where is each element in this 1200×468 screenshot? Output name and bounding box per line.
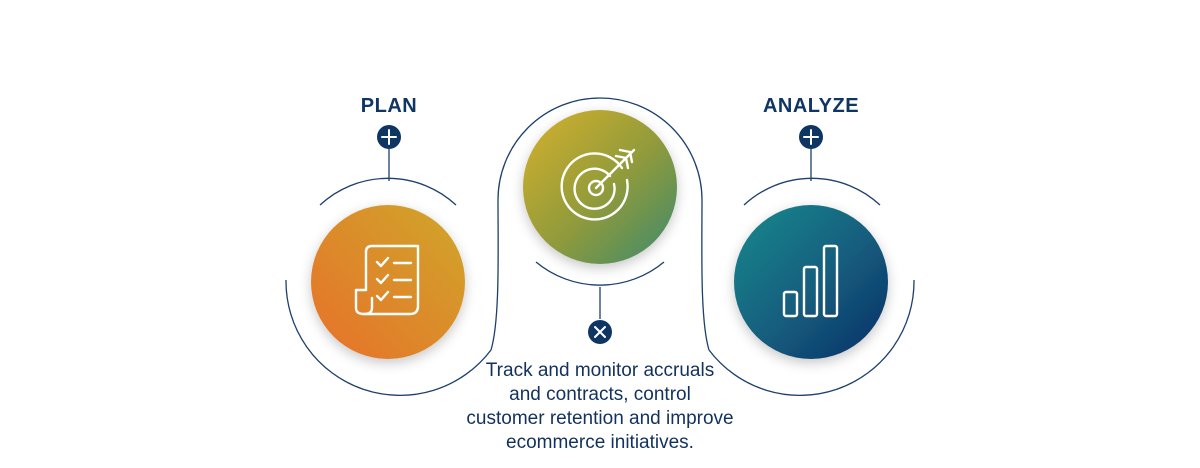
execute-close-button[interactable] (588, 320, 612, 344)
analyze-expand-button[interactable] (799, 125, 823, 149)
description-line: customer retention and improve (466, 408, 734, 429)
plan-label: PLAN (360, 95, 418, 117)
plan-step[interactable] (311, 205, 465, 359)
bar-chart-icon (782, 244, 839, 318)
execute-step[interactable] (523, 110, 677, 264)
analyze-step[interactable] (734, 205, 888, 359)
plan-to-execute-curve (490, 97, 710, 351)
close-icon (594, 326, 606, 338)
plus-icon (803, 129, 819, 145)
plus-icon (381, 129, 397, 145)
target-icon (560, 148, 636, 221)
plan-expand-button[interactable] (377, 125, 401, 149)
execute-bottom-arc (535, 261, 665, 286)
plan-outer-arc (285, 279, 492, 396)
analyze-label: ANALYZE (762, 95, 860, 117)
plan-circle[interactable] (311, 205, 465, 359)
analyze-outer-arc (708, 279, 915, 396)
plan-top-arc (319, 177, 457, 206)
connector-line (285, 97, 915, 396)
description-line: and contracts, control (509, 384, 691, 405)
checklist-icon (354, 244, 420, 316)
execute-description: Track and monitor accruals and contracts… (400, 359, 800, 455)
analyze-top-arc (743, 177, 881, 206)
execute-circle[interactable] (523, 110, 677, 264)
description-line: Track and monitor accruals (485, 360, 715, 381)
description-line: ecommerce initiatives. (506, 432, 694, 453)
analyze-circle[interactable] (734, 205, 888, 359)
